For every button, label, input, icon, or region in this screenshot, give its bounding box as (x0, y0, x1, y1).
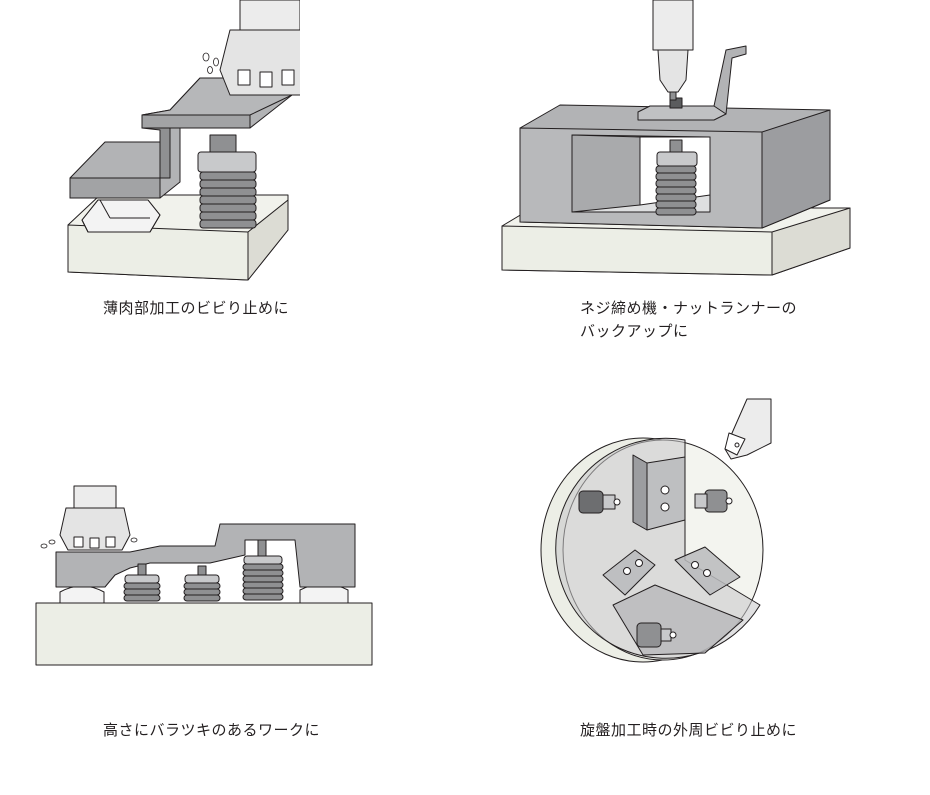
lathe-chuck-vibration-illustration (535, 395, 775, 670)
nut-runner-tool (652, 0, 694, 101)
bellows-support (183, 565, 221, 602)
chips (40, 537, 138, 549)
milling-cutter (59, 485, 131, 551)
bellows-support (578, 490, 621, 514)
bellows-support (655, 139, 698, 216)
translucent-workpiece (555, 437, 761, 659)
uneven-height-workpiece-illustration (30, 480, 380, 670)
chuck-jaw (632, 454, 686, 531)
bellows-support (123, 563, 161, 602)
lathe-cutting-tool (724, 398, 772, 460)
caption-nut-runner-backup-line2: バックアップに (580, 322, 689, 340)
uneven-workpiece (55, 523, 356, 588)
stepped-workpiece (69, 77, 293, 199)
base-block (35, 602, 373, 666)
support-feet (59, 583, 349, 604)
bellows-support (694, 489, 733, 513)
chuck-jaw (674, 546, 741, 596)
workpiece-plate (637, 45, 747, 121)
caption-uneven-height-workpiece: 高さにバラツキのあるワークに (103, 721, 321, 739)
caption-thin-wall-vibration: 薄肉部加工のビビり止めに (103, 299, 290, 317)
bellows-support (242, 539, 284, 601)
bellows-support (636, 622, 677, 648)
support-block (81, 199, 161, 233)
bellows-support (197, 134, 257, 229)
nut-runner-backup-illustration (500, 0, 860, 280)
chips (202, 52, 219, 74)
milling-cutter (219, 0, 300, 96)
caption-nut-runner-backup-line1: ネジ締め機・ナットランナーの (580, 299, 798, 317)
caption-lathe-outer-vibration: 旋盤加工時の外周ビビり止めに (580, 721, 798, 739)
chuck-jaw (602, 549, 656, 596)
milling-thin-wall-support-illustration (60, 0, 300, 285)
